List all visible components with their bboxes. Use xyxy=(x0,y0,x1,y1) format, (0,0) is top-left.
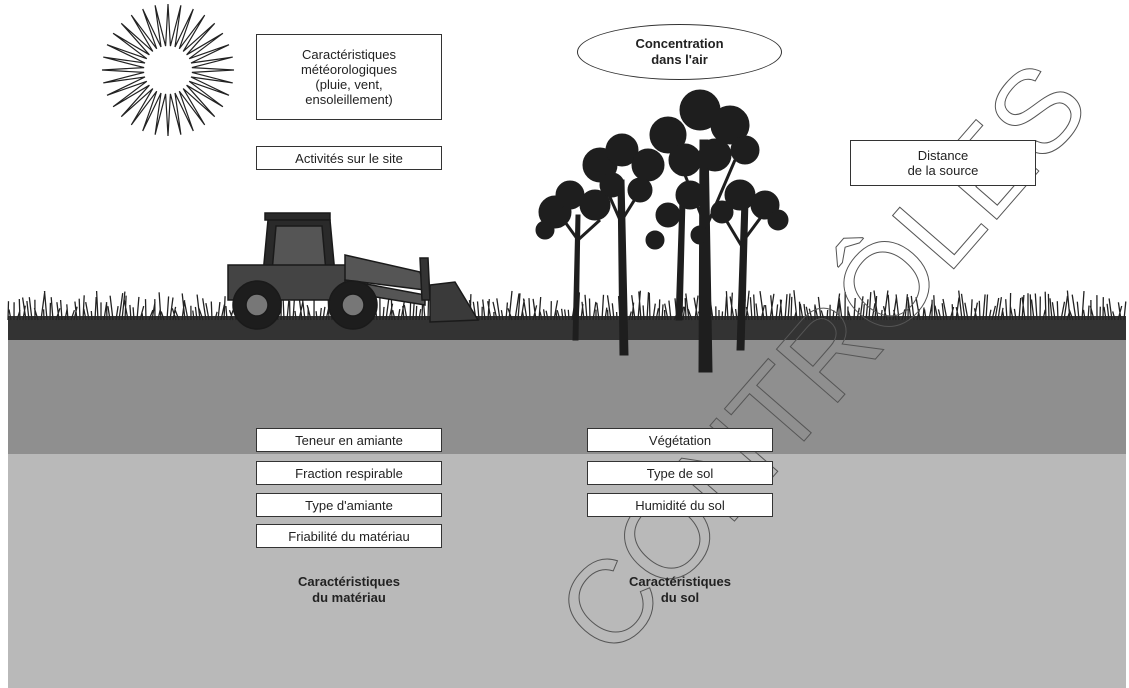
asbestos-content-box: Teneur en amiante xyxy=(256,428,442,452)
asbestos-type-box: Type d'amiante xyxy=(256,493,442,517)
grass-icon xyxy=(7,290,1127,340)
site-activities-box: Activités sur le site xyxy=(256,146,442,170)
ground-band-light xyxy=(8,454,1126,688)
respirable-fraction-box: Fraction respirable xyxy=(256,461,442,485)
sun-icon xyxy=(101,3,235,137)
soil-moisture-box: Humidité du sol xyxy=(587,493,773,517)
source-distance-box: Distance de la source xyxy=(850,140,1036,186)
soil-type-box: Type de sol xyxy=(587,461,773,485)
trees-icon xyxy=(535,89,789,373)
ground-band-dark xyxy=(8,338,1126,454)
material-characteristics-caption: Caractéristiques du matériau xyxy=(298,574,400,605)
material-friability-box: Friabilité du matériau xyxy=(256,524,442,548)
soil-characteristics-caption: Caractéristiques du sol xyxy=(629,574,731,605)
vegetation-box: Végétation xyxy=(587,428,773,452)
meteo-characteristics-box: Caractéristiques météorologiques (pluie,… xyxy=(256,34,442,120)
loader-vehicle-icon xyxy=(227,212,480,330)
air-concentration-ellipse: Concentration dans l'air xyxy=(577,24,782,80)
